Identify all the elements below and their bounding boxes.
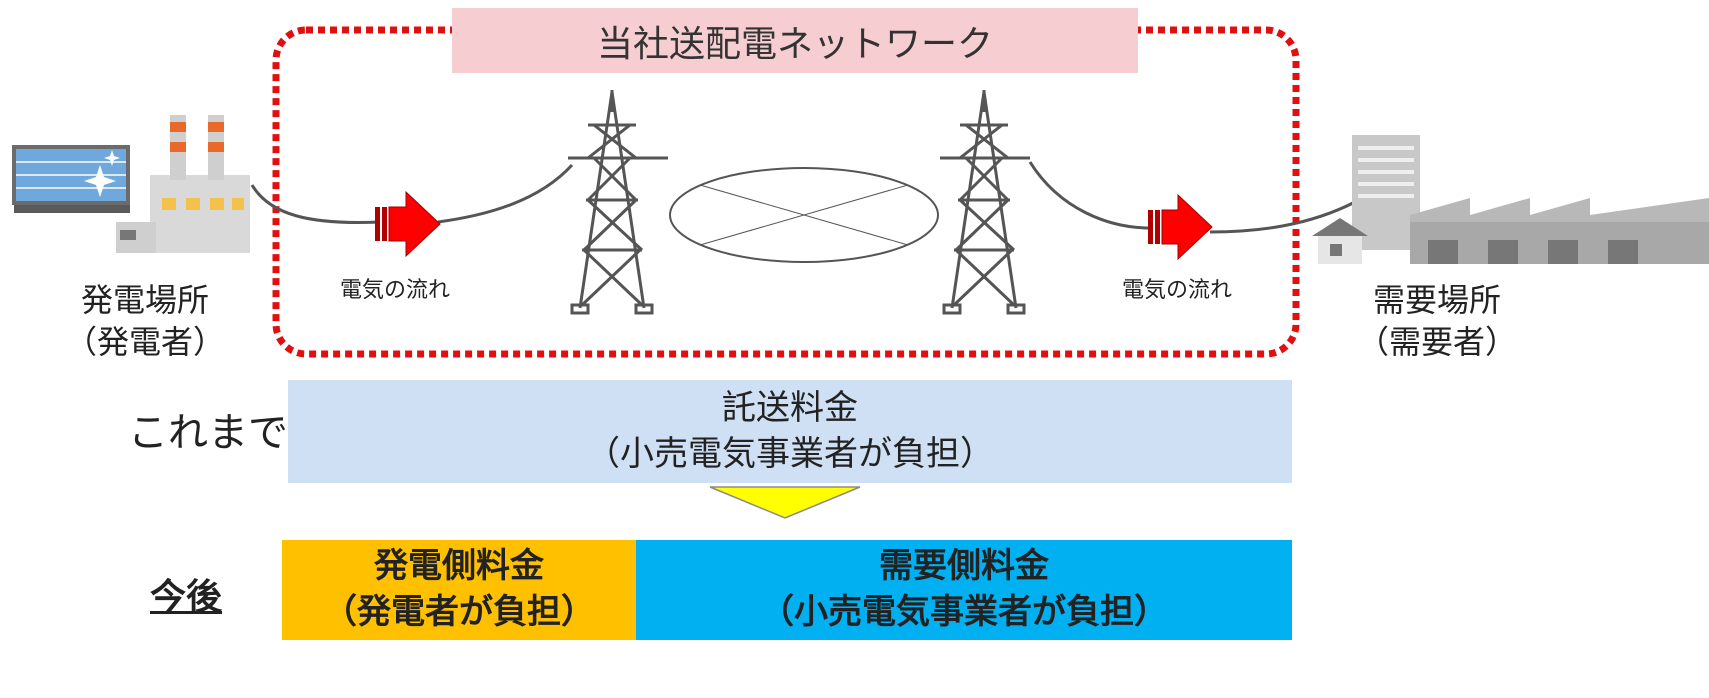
- flow-arrow-right: [1148, 193, 1213, 261]
- after-label: 今後: [150, 577, 223, 618]
- power-line-right-2: [1209, 200, 1356, 234]
- before-fee-line1: 託送料金: [722, 387, 858, 428]
- before-fee-line2: （小売電気事業者が負担）: [586, 433, 994, 474]
- power-line-left-2: [437, 163, 574, 224]
- generation-site-line1: 発電場所: [80, 281, 209, 319]
- generation-site-label: 発電場所 （発電者）: [60, 280, 230, 363]
- network-title: 当社送配電ネットワーク: [452, 8, 1138, 73]
- generation-fee-line2: （発電者が負担）: [323, 592, 595, 632]
- flow-label-left: 電気の流れ: [340, 278, 451, 303]
- transition-arrow: [709, 486, 861, 519]
- network-ellipse: [669, 167, 939, 263]
- before-label: これまで: [128, 410, 288, 456]
- demand-site-line2: （需要者）: [1356, 322, 1517, 361]
- generation-fee-box: 発電側料金 （発電者が負担）: [282, 540, 636, 640]
- demand-fee-line1: 需要側料金: [879, 546, 1049, 587]
- network-boundary: [272, 26, 1300, 358]
- demand-site-label: 需要場所 （需要者）: [1352, 280, 1522, 363]
- demand-site-line1: 需要場所: [1372, 281, 1501, 319]
- generation-site-line2: （発電者）: [64, 322, 225, 361]
- generation-fee-line1: 発電側料金: [374, 546, 544, 587]
- power-line-right: [1028, 161, 1151, 230]
- demand-site-icon: [1312, 135, 1709, 264]
- transmission-tower-right: [940, 90, 1030, 315]
- transmission-tower-left: [568, 90, 668, 315]
- before-fee-box: 託送料金 （小売電気事業者が負担）: [288, 380, 1292, 483]
- flow-label-right: 電気の流れ: [1122, 278, 1233, 303]
- power-line-left: [250, 184, 381, 224]
- flow-arrow-left: [375, 190, 441, 258]
- power-plant-icon: [12, 115, 250, 253]
- demand-fee-line2: （小売電気事業者が負担）: [760, 592, 1168, 632]
- demand-fee-box: 需要側料金 （小売電気事業者が負担）: [636, 540, 1292, 640]
